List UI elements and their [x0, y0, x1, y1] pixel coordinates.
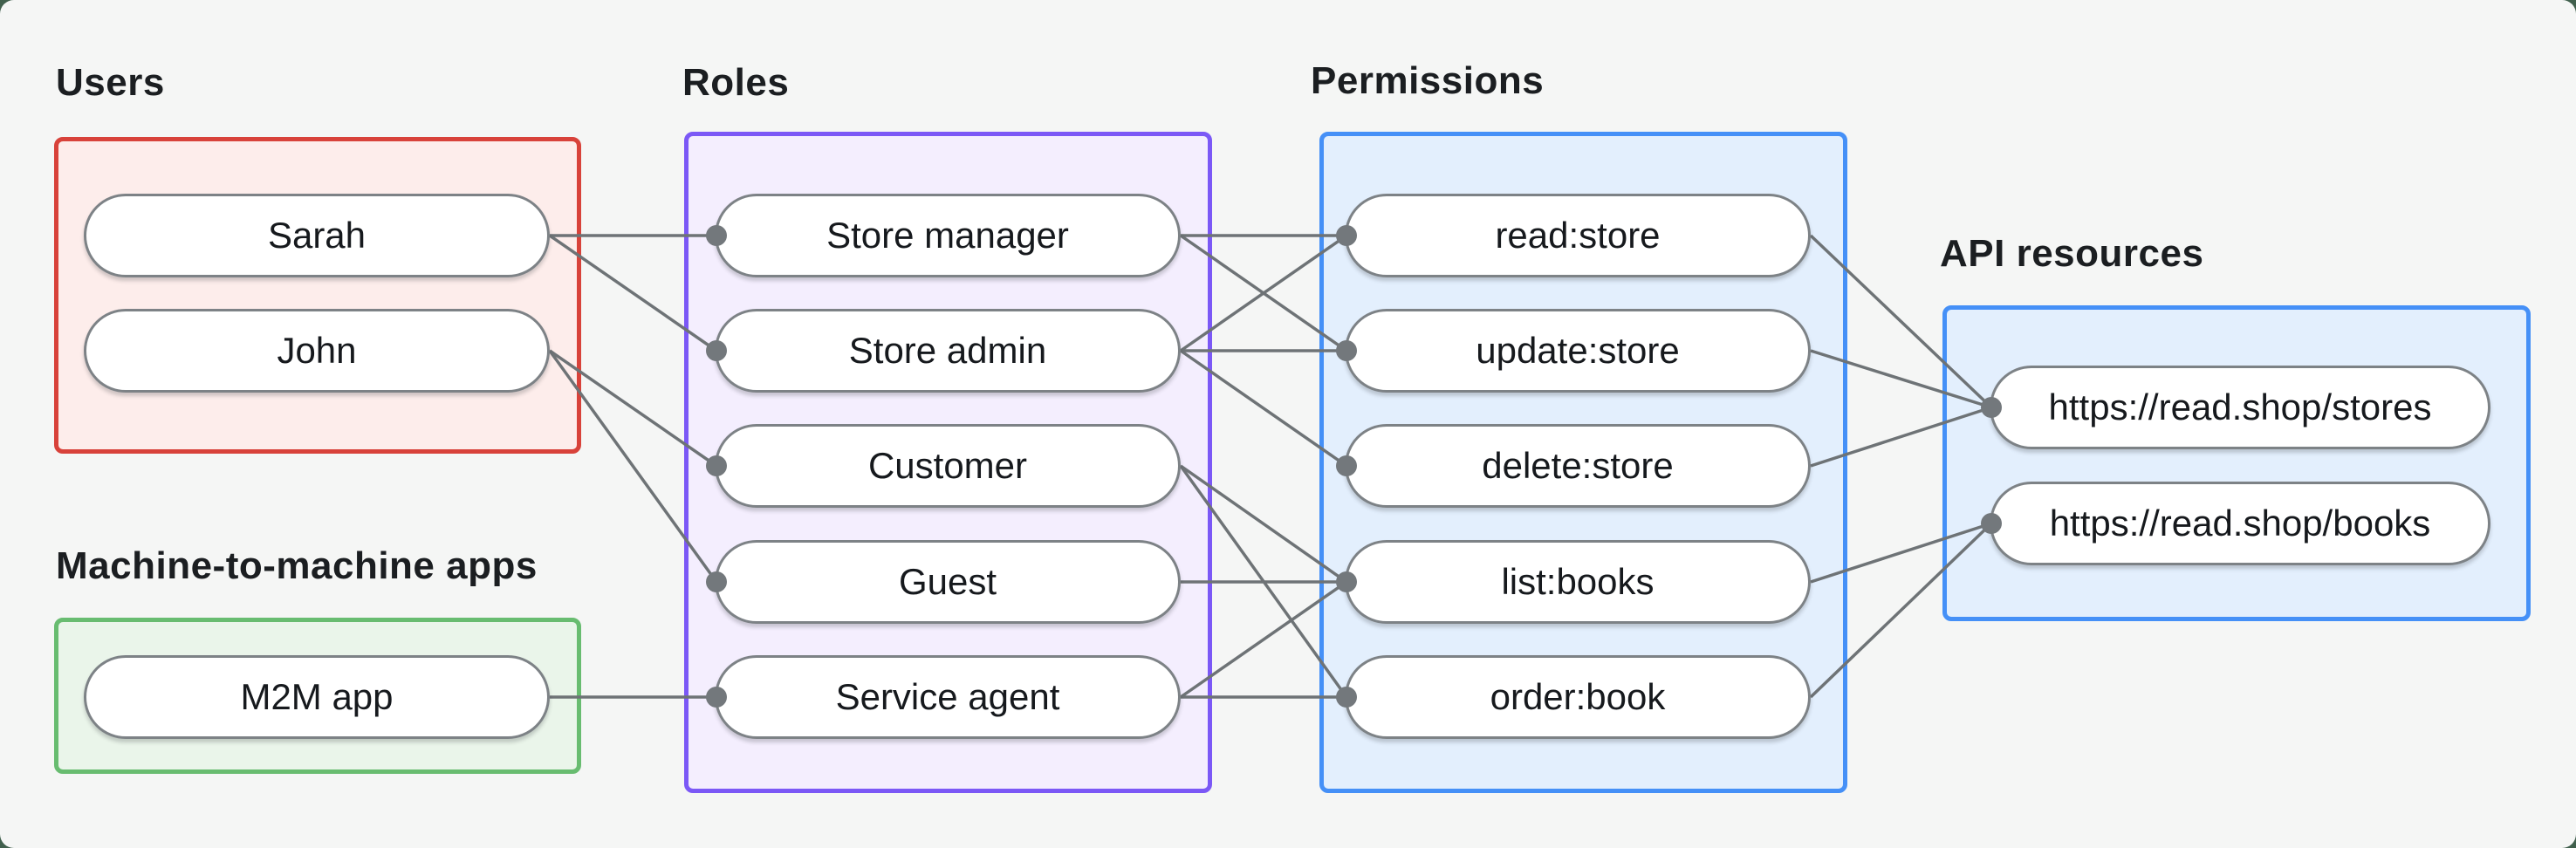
group-label-api: API resources — [1940, 232, 2204, 275]
node-service-agent: Service agent — [715, 655, 1181, 739]
connection-dot-delete-store — [1336, 455, 1357, 476]
connection-dot-service-agent — [706, 687, 727, 708]
connection-dot-list-books — [1336, 571, 1357, 592]
connection-dot-stores-api — [1981, 397, 2002, 418]
edge-service-agent-to-list-books — [1180, 580, 1347, 699]
node-read-store: read:store — [1345, 194, 1811, 277]
edge-sarah-to-store-admin — [549, 234, 717, 352]
connection-dot-customer — [706, 455, 727, 476]
node-guest: Guest — [715, 540, 1181, 624]
group-label-roles: Roles — [682, 61, 790, 104]
node-books-api: https://read.shop/books — [1990, 482, 2490, 565]
node-order-book: order:book — [1345, 655, 1811, 739]
group-label-m2m: Machine-to-machine apps — [56, 544, 538, 587]
node-store-admin: Store admin — [715, 309, 1181, 393]
node-sarah: Sarah — [84, 194, 550, 277]
edge-john-to-guest — [548, 349, 718, 584]
node-m2m-app: M2M app — [84, 655, 550, 739]
connection-dot-store-manager — [706, 225, 727, 246]
edge-list-books-to-books-api — [1810, 522, 1992, 584]
node-stores-api: https://read.shop/stores — [1990, 366, 2490, 449]
edge-store-admin-to-delete-store — [1180, 349, 1347, 468]
edge-read-store-to-stores-api — [1809, 234, 1993, 409]
connection-dot-guest — [706, 571, 727, 592]
edge-order-book-to-books-api — [1809, 522, 1993, 699]
node-customer: Customer — [715, 424, 1181, 508]
node-john: John — [84, 309, 550, 393]
connection-dot-read-store — [1336, 225, 1357, 246]
node-store-manager: Store manager — [715, 194, 1181, 277]
connection-dot-order-book — [1336, 687, 1357, 708]
connection-dot-update-store — [1336, 340, 1357, 361]
group-box-users — [54, 137, 581, 454]
connection-dot-store-admin — [706, 340, 727, 361]
edge-update-store-to-stores-api — [1810, 349, 1992, 409]
edge-delete-store-to-stores-api — [1810, 406, 1992, 468]
group-label-permissions: Permissions — [1311, 59, 1545, 102]
node-delete-store: delete:store — [1345, 424, 1811, 508]
node-list-books: list:books — [1345, 540, 1811, 624]
edge-customer-to-list-books — [1179, 464, 1348, 584]
edge-john-to-customer — [549, 349, 717, 468]
edge-store-admin-to-read-store — [1180, 234, 1347, 352]
group-box-api — [1942, 305, 2531, 621]
node-update-store: update:store — [1345, 309, 1811, 393]
connection-dot-books-api — [1981, 513, 2002, 534]
group-label-users: Users — [56, 61, 165, 104]
